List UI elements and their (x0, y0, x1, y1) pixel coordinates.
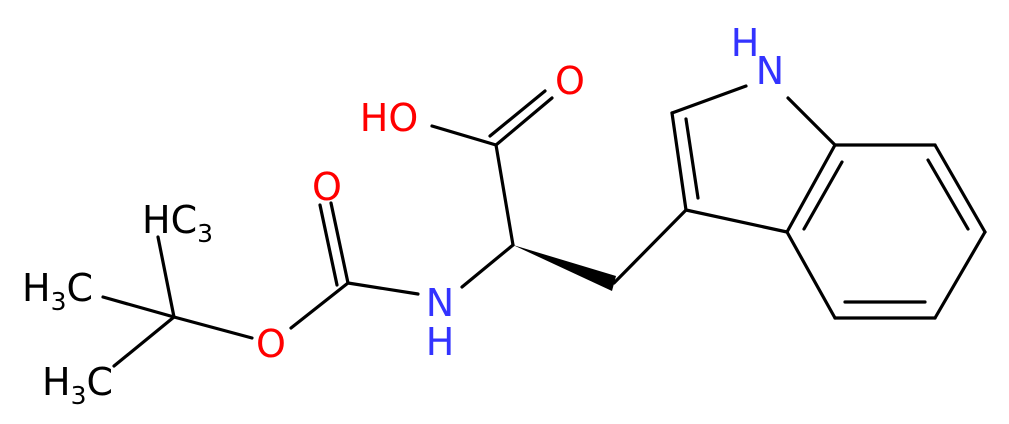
atom-oxygen-boc-carbonyl: O (312, 165, 342, 209)
bond-c2-n1 (670, 84, 748, 115)
bond-ctert-me-bottom (112, 315, 176, 368)
bonds (101, 84, 987, 368)
bond-carbonyl-o-b (318, 203, 339, 287)
bond-carbonyl-oester (289, 281, 350, 330)
bond-ctert-me-left (101, 295, 176, 319)
bond-c4-c3a (785, 230, 837, 320)
bond-c6-c5 (933, 230, 987, 320)
bond-c7-c6-inner (926, 158, 970, 231)
atom-labels: O HO H N O O N H HC3 H3C H3C (22, 21, 784, 410)
bond-c7-c6 (933, 143, 987, 234)
bond-c-oh (430, 124, 498, 147)
bond-wedge-alpha-ch2 (513, 245, 616, 291)
bond-c3-c2-inner (684, 117, 700, 200)
methyl-top-c: C (171, 198, 198, 242)
atom-oxygen-ester: O (256, 322, 286, 366)
methyl-bottom-label: H3C (42, 360, 113, 410)
bond-ch2-c3 (612, 208, 688, 285)
methyl-bottom-subscript: 3 (71, 381, 87, 410)
atom-nitrogen-indole: N (756, 49, 784, 93)
methyl-left-c: C (66, 266, 93, 310)
bond-ctert-me-top (156, 235, 176, 319)
methyl-top-subscript: 3 (197, 219, 213, 248)
bond-c3-c2 (670, 111, 688, 212)
bond-carboxyl-alpha (494, 143, 515, 247)
bond-c3a-c7a-inner (802, 160, 844, 231)
atom-hydrogen-indole: H (731, 21, 760, 65)
atom-hydrogen-amide: H (426, 320, 455, 364)
bond-c3a-c7a (785, 143, 837, 234)
bond-nh-carbonyl (346, 281, 420, 296)
bond-c-o-double-b (488, 89, 547, 138)
bond-alpha-nh (460, 243, 515, 289)
bond-c-o-double-a (494, 96, 554, 147)
atom-hydroxyl: HO (360, 96, 418, 140)
bond-n1-c7a (786, 96, 837, 147)
atom-oxygen-acid-carbonyl: O (555, 59, 585, 103)
methyl-bottom-c: C (86, 360, 113, 404)
bond-oester-ctert (172, 315, 254, 340)
atom-nitrogen-amide: N (426, 281, 454, 325)
methyl-left-label: H3C (22, 266, 93, 316)
methyl-top-label: HC3 (142, 198, 213, 248)
methyl-top-h: H (142, 198, 171, 242)
methyl-bottom-h: H (42, 360, 71, 404)
methyl-left-h: H (22, 266, 51, 310)
methyl-left-subscript: 3 (51, 287, 67, 316)
bond-carbonyl-o-a (329, 201, 350, 285)
bond-c3-c3a (684, 208, 789, 234)
